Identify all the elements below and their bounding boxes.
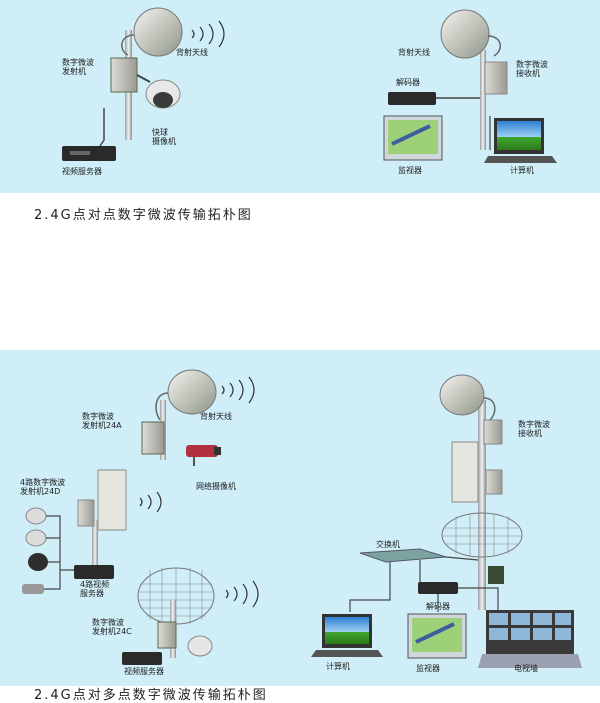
panel-antenna-icon	[97, 469, 127, 531]
panel-antenna-icon	[451, 441, 479, 503]
d2-right-receive-site	[311, 374, 582, 668]
d2-transmitter-a-label: 数字微波 发射机24A	[82, 412, 122, 430]
laptop-computer-icon	[311, 614, 383, 657]
backfire-antenna-icon	[440, 9, 490, 59]
4ch-video-server-icon	[74, 565, 114, 579]
signal-waves-icon	[225, 580, 259, 608]
d2-decoder-label: 解码器	[426, 602, 450, 611]
d2-antenna-label: 背射天线	[200, 412, 232, 421]
d1-server-label: 视频服务器	[62, 167, 102, 176]
signal-waves-icon	[139, 491, 162, 513]
backfire-antenna-icon	[439, 374, 485, 416]
d1-receiver-label: 数字微波 接收机	[516, 60, 548, 78]
network-switch-icon	[359, 548, 447, 563]
d2-computer-label: 计算机	[326, 662, 350, 671]
monitor-icon	[383, 115, 443, 161]
d2-server-label: 视频服务器	[124, 667, 164, 676]
microwave-receiver-icon	[484, 61, 508, 95]
d2-transmitter-d-label: 4路数字微波 发射机24D	[20, 478, 66, 496]
speed-dome-camera-icon	[187, 635, 213, 657]
d1-left-transmit-site	[62, 7, 225, 161]
signal-waves-icon	[191, 20, 225, 48]
pole	[478, 400, 486, 610]
d1-antenna-label-left: 背射天线	[176, 48, 208, 57]
d2-monitor-label: 监视器	[416, 664, 440, 673]
diagram2-caption: 2.4G点对多点数字微波传输拓朴图	[34, 688, 268, 703]
d1-monitor-label: 监视器	[398, 166, 422, 175]
d1-antenna-label-right: 背射天线	[398, 48, 430, 57]
laptop-computer-icon	[484, 118, 557, 163]
diagram1-caption: 2.4G点对点数字微波传输拓朴图	[34, 208, 253, 223]
microwave-transmitter-icon	[110, 57, 138, 93]
microwave-transmitter-icon	[141, 421, 165, 455]
d2-4ch-server-label: 4路视频 服务器	[80, 580, 110, 598]
d2-left-transmit-sites	[22, 369, 259, 665]
grid-antenna-icon	[441, 512, 523, 558]
backfire-antenna-icon	[167, 369, 217, 415]
d2-tvwall-label: 电视墙	[514, 664, 538, 673]
d1-computer-label: 计算机	[510, 166, 534, 175]
d1-transmitter-label: 数字微波 发射机	[62, 58, 94, 76]
dome-camera-icon	[22, 507, 48, 594]
d1-camera-label: 快球 摄像机	[152, 128, 176, 146]
network-camera-icon	[186, 445, 221, 466]
d2-network-camera-label: 网络摄像机	[196, 482, 236, 491]
d2-transmitter-c-label: 数字微波 发射机24C	[92, 618, 132, 636]
d2-switch-label: 交换机	[376, 540, 400, 549]
d2-receiver-label: 数字微波 接收机	[518, 420, 550, 438]
pole	[480, 50, 486, 150]
decoder-icon	[388, 92, 436, 105]
decoder-icon	[418, 582, 458, 594]
d1-decoder-label: 解码器	[396, 78, 420, 87]
backfire-antenna-icon	[133, 7, 183, 57]
tv-wall-icon	[478, 610, 582, 668]
d1-right-receive-site	[383, 9, 557, 163]
monitor-icon	[407, 613, 467, 659]
video-server-icon	[122, 652, 162, 665]
signal-waves-icon	[221, 376, 255, 404]
